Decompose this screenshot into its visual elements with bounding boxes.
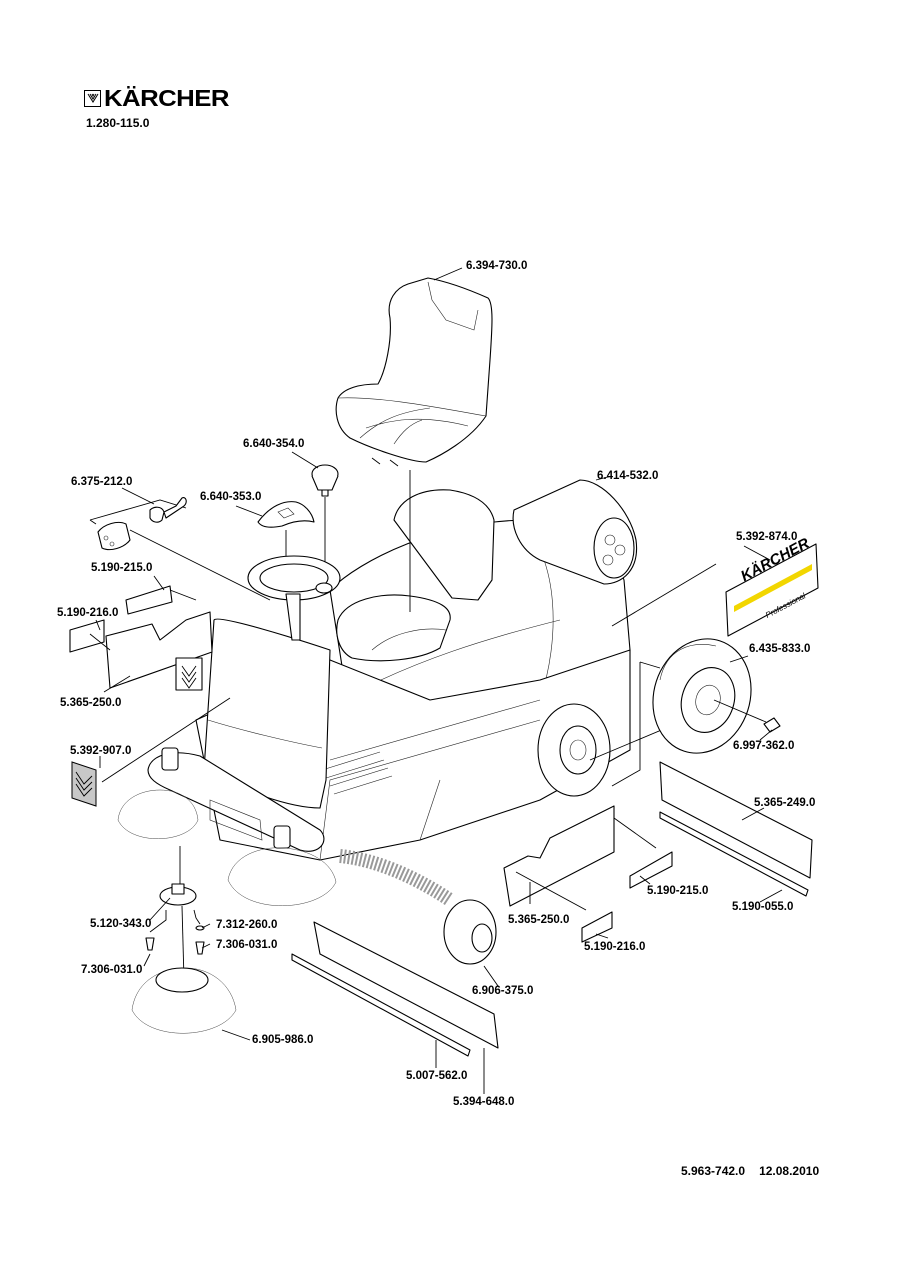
- part-label-main-roller-brush[interactable]: 6.906-375.0: [472, 985, 534, 997]
- part-label-screw-right[interactable]: 7.306-031.0: [216, 939, 278, 951]
- sweeper-body-drawing: [147, 470, 691, 861]
- part-label-wheel[interactable]: 6.435-833.0: [749, 643, 811, 655]
- mounted-side-brushes: [117, 789, 337, 906]
- part-label-clamp-left-upper[interactable]: 5.190-215.0: [91, 562, 153, 574]
- part-label-sealing-strip-front[interactable]: 5.394-648.0: [453, 1096, 515, 1108]
- part-label-roller-brush-top[interactable]: 6.414-532.0: [597, 470, 659, 482]
- footer: 5.963-742.0 12.08.2010: [681, 1164, 833, 1178]
- part-label-clamp-right-upper[interactable]: 5.190-215.0: [647, 885, 709, 897]
- part-label-clamp-strip-rear[interactable]: 5.190-055.0: [732, 901, 794, 913]
- right-sealing-strips-drawing: [503, 805, 673, 943]
- rear-sealing-strips-drawing: [659, 761, 813, 897]
- part-label-decal-professional[interactable]: 5.392-874.0: [736, 531, 798, 543]
- professional-decal-drawing: [611, 543, 819, 637]
- drawing-number: 5.963-742.0: [681, 1164, 746, 1178]
- kaercher-logo: KÄRCHER: [84, 87, 229, 110]
- front-sealing-strips-drawing: [291, 921, 499, 1057]
- leader-lines: [95, 267, 783, 1094]
- part-label-sealing-strip-rear[interactable]: 5.365-249.0: [754, 797, 816, 809]
- drawing-date: 12.08.2010: [759, 1164, 820, 1178]
- part-label-clamp-left-lower[interactable]: 5.190-216.0: [57, 607, 119, 619]
- part-label-knob[interactable]: 6.640-354.0: [243, 438, 305, 450]
- document-number: 1.280-115.0: [86, 116, 150, 130]
- part-label-steering-cover[interactable]: 6.640-353.0: [200, 491, 262, 503]
- chevron-decal-drawing: [71, 697, 231, 807]
- part-label-ignition-lock[interactable]: 6.375-212.0: [71, 476, 133, 488]
- part-label-decal-chevron[interactable]: 5.392-907.0: [70, 745, 132, 757]
- knob-drawing: [311, 464, 339, 586]
- part-label-sealing-strip-left[interactable]: 5.365-250.0: [60, 697, 122, 709]
- seat-drawing: [335, 277, 493, 467]
- brand-name: KÄRCHER: [104, 85, 229, 111]
- part-label-screw-left[interactable]: 7.306-031.0: [81, 964, 143, 976]
- part-label-seat[interactable]: 6.394-730.0: [466, 260, 528, 272]
- part-label-wheel-bolt[interactable]: 6.997-362.0: [733, 740, 795, 752]
- part-label-brush-holder[interactable]: 5.120-343.0: [90, 918, 152, 930]
- left-sealing-strips-drawing: [69, 585, 213, 691]
- roller-brush-top-drawing: [512, 475, 638, 585]
- part-label-sealing-strip-right[interactable]: 5.365-250.0: [508, 914, 570, 926]
- kaercher-emblem-icon: [84, 89, 101, 107]
- side-brush-exploded-drawing: [131, 846, 237, 1034]
- part-label-side-brush[interactable]: 6.905-986.0: [252, 1034, 314, 1046]
- ignition-lock-drawing: [89, 497, 271, 601]
- wheel-drawing: [611, 638, 781, 787]
- main-roller-brush-drawing: [339, 849, 497, 965]
- part-label-clamp-strip-front[interactable]: 5.007-562.0: [406, 1070, 468, 1082]
- part-label-clamp-right-lower[interactable]: 5.190-216.0: [584, 941, 646, 953]
- part-label-washer[interactable]: 7.312-260.0: [216, 919, 278, 931]
